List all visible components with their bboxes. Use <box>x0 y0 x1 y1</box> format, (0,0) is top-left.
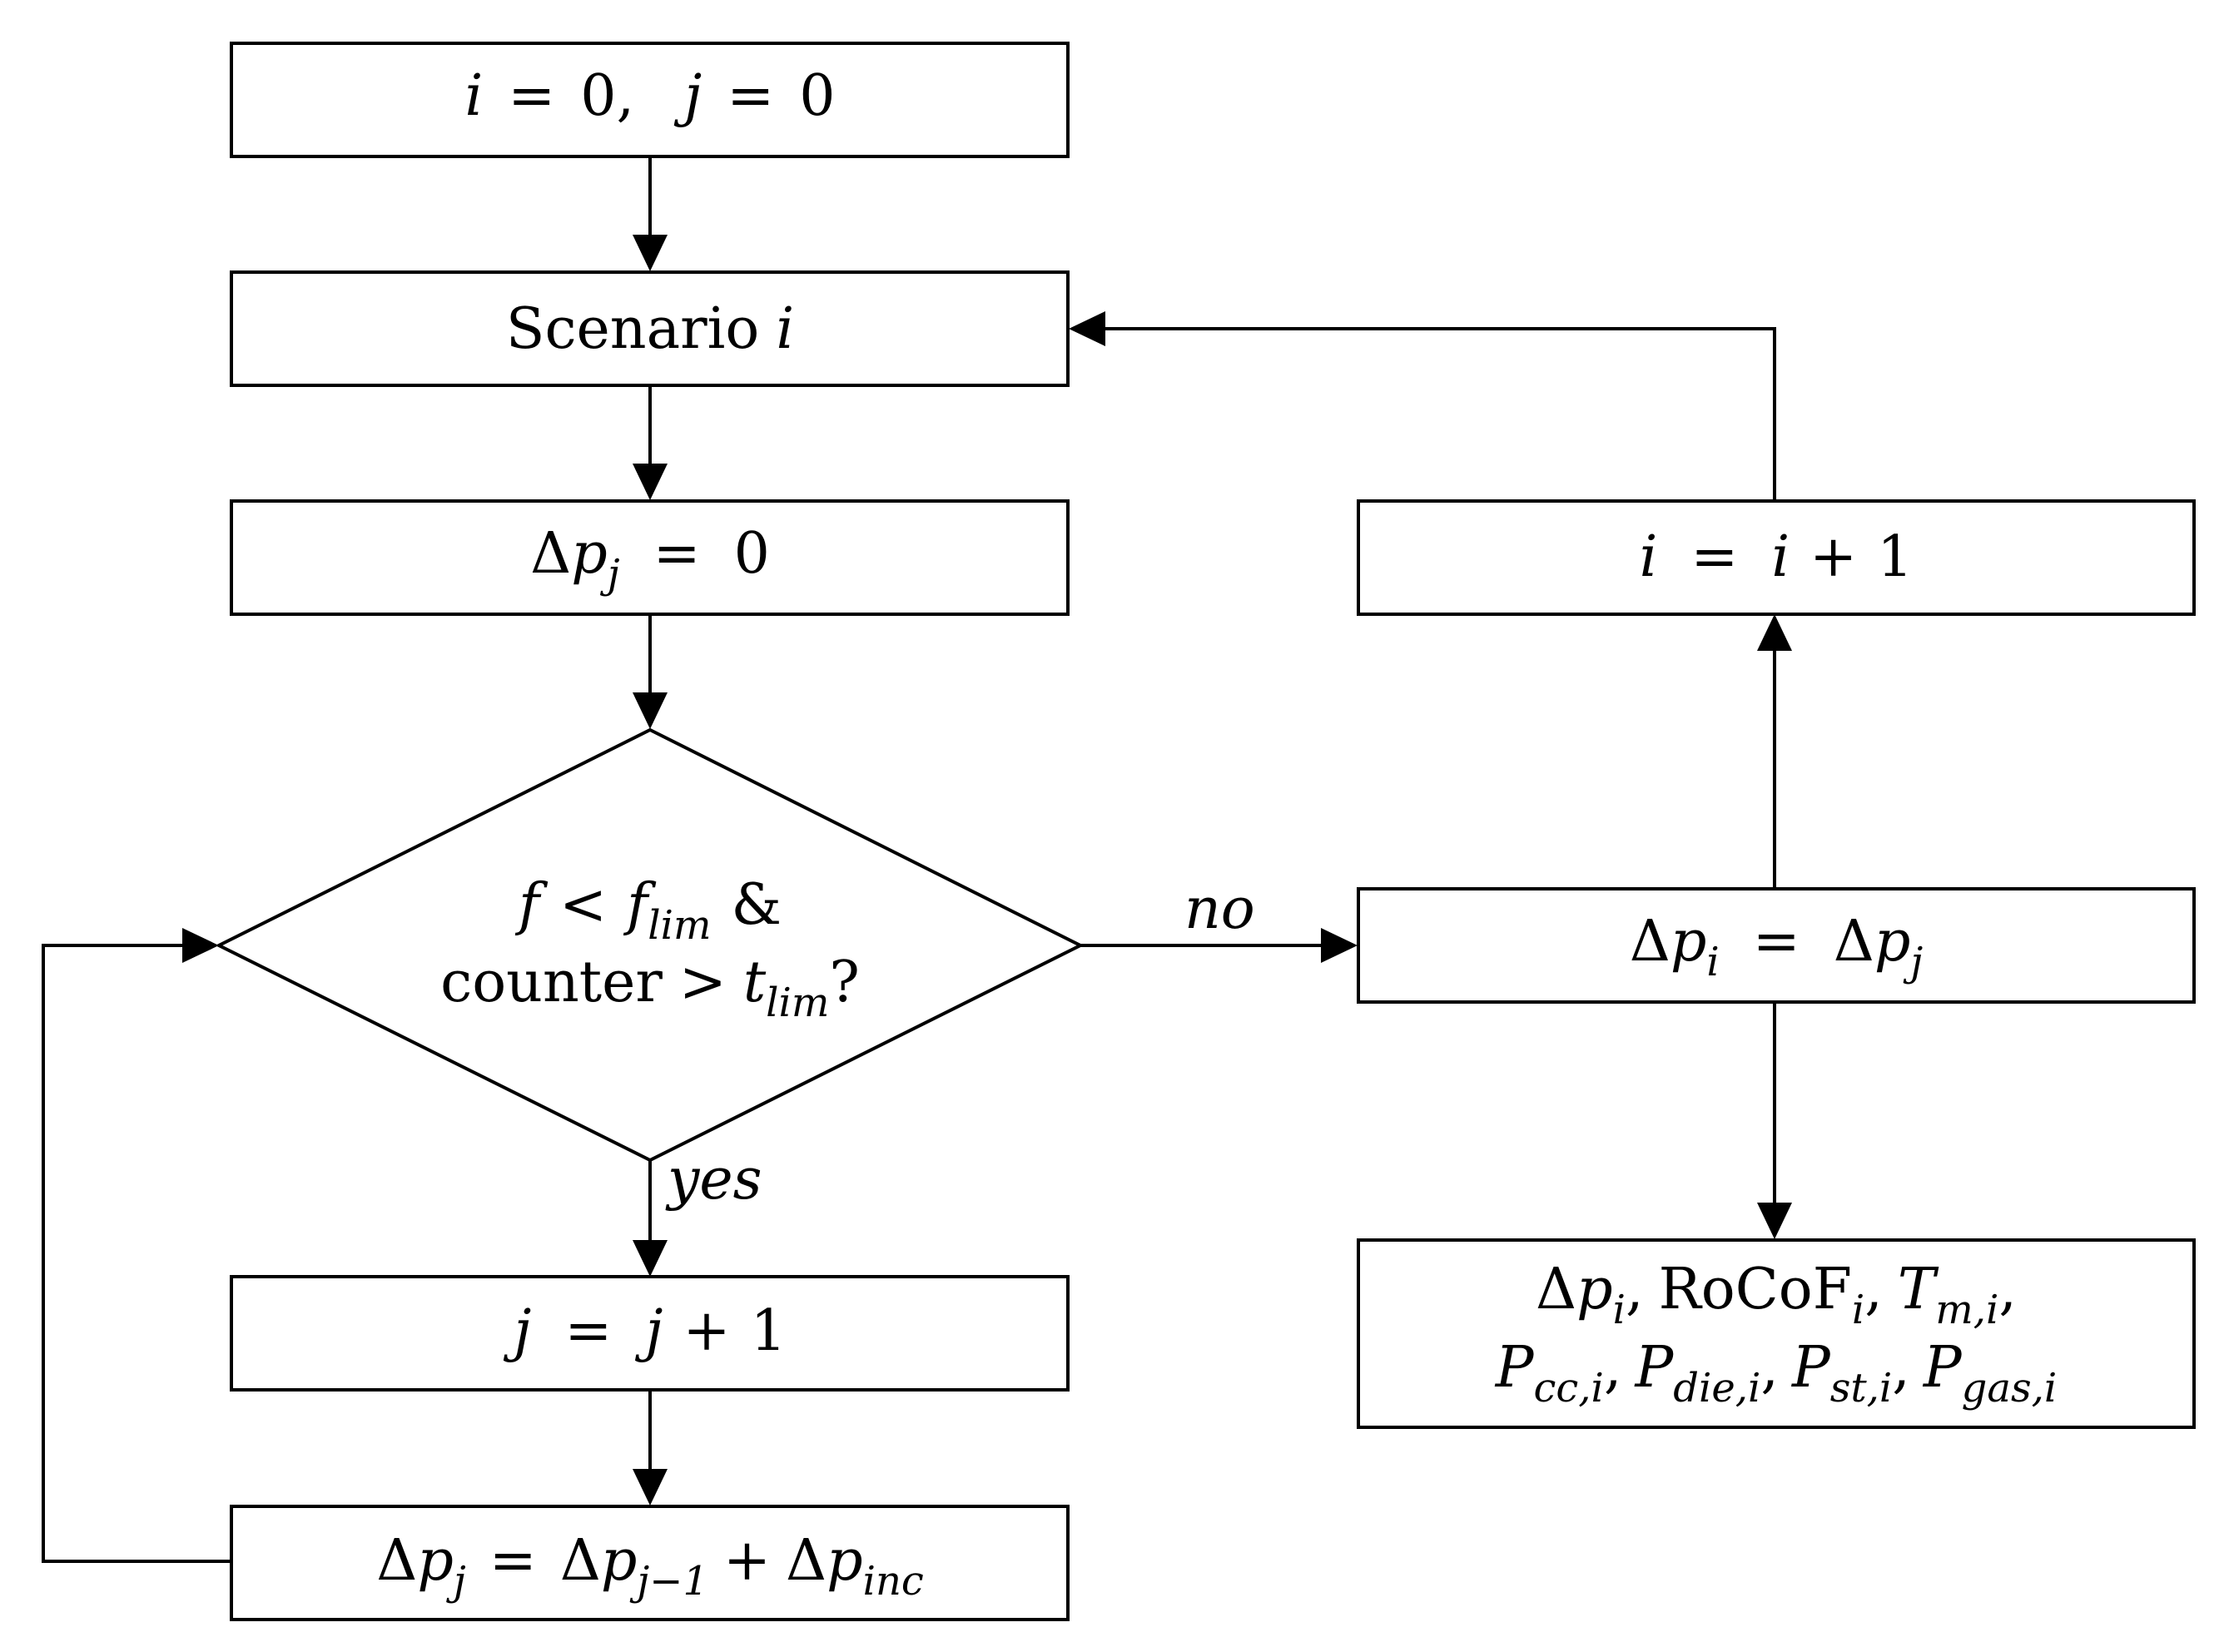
node-decision: f<flim& counter>tlim? <box>215 727 1085 1163</box>
edge-update-loop-back <box>42 944 231 1563</box>
node-dp-update-box <box>230 1505 1070 1621</box>
node-j-increment: j=j+1 <box>230 1275 1070 1392</box>
node-decision-diamond <box>215 727 1085 1163</box>
node-i-increment-label: i=i+1 <box>1640 524 1914 590</box>
node-outputs-box <box>1357 1238 2196 1429</box>
node-outputs-line2: Pcc,i,Pdie,i,Pst,i,Pgas,i <box>1494 1335 2058 1411</box>
node-decision-line2: counter>tlim? <box>440 950 860 1026</box>
arrowhead-store-to-outputs <box>1757 1203 1792 1239</box>
node-init-label: i=0,j=0 <box>465 63 836 129</box>
node-outputs-line1: Δpi,RoCoFi,Tm,i, <box>1536 1257 2017 1333</box>
node-j-increment-label: j=j+1 <box>503 1298 786 1364</box>
arrowhead-decision-to-store <box>1321 928 1358 963</box>
node-init-box <box>230 42 1070 158</box>
arrowhead-init-to-scenario <box>633 235 668 271</box>
node-dp-store-box <box>1357 887 2196 1004</box>
node-j-increment-box <box>230 1275 1070 1392</box>
arrowhead-loop-back <box>182 928 219 963</box>
node-dp-store-label: Δpi=Δpj <box>1630 909 1924 985</box>
arrowhead-scenario-to-reset <box>633 464 668 500</box>
edge-label-no: no <box>1184 876 1255 942</box>
connectors <box>42 156 1792 1563</box>
edge-label-yes: yes <box>665 1147 762 1213</box>
node-init: i=0,j=0 <box>230 42 1070 158</box>
node-dp-update-label: Δpj=Δpj−1+Δpinc <box>376 1528 924 1605</box>
node-dp-reset-box <box>230 499 1070 616</box>
node-dp-update: Δpj=Δpj−1+Δpinc <box>230 1505 1070 1621</box>
node-scenario-box <box>230 270 1070 387</box>
arrowhead-jinc-to-update <box>633 1469 668 1506</box>
node-dp-reset-label: Δpj=0 <box>530 521 770 598</box>
node-dp-store: Δpi=Δpj <box>1357 887 2196 1004</box>
arrowhead-reset-to-decision <box>633 692 668 729</box>
arrowhead-decision-to-jinc <box>633 1240 668 1277</box>
node-i-increment-box <box>1357 499 2196 616</box>
node-dp-reset: Δpj=0 <box>230 499 1070 616</box>
node-outputs: Δpi,RoCoFi,Tm,i, Pcc,i,Pdie,i,Pst,i,Pgas… <box>1357 1238 2196 1429</box>
arrowhead-iinc-to-scenario <box>1069 311 1105 346</box>
node-i-increment: i=i+1 <box>1357 499 2196 616</box>
arrowhead-store-to-iinc <box>1757 614 1792 651</box>
edge-iinc-to-scenario <box>1105 327 1776 500</box>
